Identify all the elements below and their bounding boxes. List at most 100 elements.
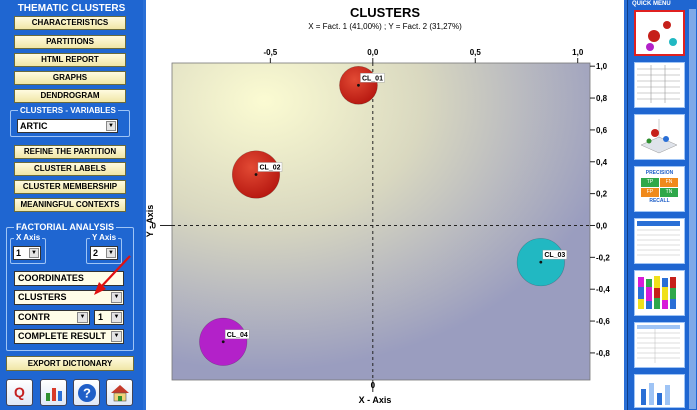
x-origin-label: 0 [371, 381, 376, 390]
y-tick-label: 0,0 [596, 221, 608, 230]
clusters-value: CLUSTERS [18, 292, 67, 302]
complete-result-value: COMPLETE RESULT [18, 331, 106, 341]
graphs-button[interactable]: GRAPHS [14, 71, 126, 85]
factorial-analysis-title: FACTORIAL ANALYSIS [14, 222, 117, 232]
refine-partition-button[interactable]: REFINE THE PARTITION [14, 145, 126, 159]
x-axis-label: X - Axis [359, 395, 392, 405]
thumbnail-stacked-bars[interactable] [634, 270, 685, 316]
chart-subtitle: X = Fact. 1 (41,00%) ; Y = Fact. 2 (31,2… [308, 22, 462, 31]
cluster-center-dot [221, 340, 225, 344]
x-tick-label: 0,5 [470, 48, 482, 57]
report-chart-icon[interactable] [40, 379, 67, 406]
scrollbar[interactable] [689, 9, 696, 409]
thumbnail-data-table[interactable] [634, 218, 685, 264]
report-chart-icon [45, 388, 62, 401]
chevron-down-icon[interactable]: ▼ [77, 312, 88, 323]
clusters-variables-title: CLUSTERS - VARIABLES [18, 106, 118, 115]
left-panel: THEMATIC CLUSTERS CHARACTERISTICS PARTIT… [0, 0, 143, 410]
fp-cell: FP [641, 188, 659, 197]
chevron-down-icon[interactable]: ▼ [106, 248, 116, 258]
cluster-label-box [360, 73, 385, 83]
chart-title: CLUSTERS [349, 5, 421, 20]
x-axis-select[interactable]: 1 ▼ [13, 246, 41, 260]
cluster-center-dot [357, 83, 360, 87]
complete-result-select[interactable]: COMPLETE RESULT ▼ [14, 329, 124, 344]
characteristics-button[interactable]: CHARACTERISTICS [14, 16, 126, 30]
chevron-down-icon[interactable]: ▼ [29, 248, 39, 258]
contr-select[interactable]: CONTR ▼ [14, 310, 90, 325]
chevron-down-icon[interactable]: ▼ [106, 121, 116, 131]
y-axis-value: 2 [93, 248, 99, 258]
thumbnail-results-table[interactable] [634, 322, 685, 368]
x-axis-label: X Axis [14, 233, 43, 242]
help-icon[interactable]: ? [73, 379, 100, 406]
dendrogram-button[interactable]: DENDROGRAM [14, 89, 126, 103]
cluster-labels-button[interactable]: CLUSTER LABELS [14, 162, 126, 176]
y-tick-label: -0,2 [596, 253, 610, 262]
y-axis-label: Y - Axis [146, 205, 155, 238]
scatter-thumbnail-icon [646, 21, 677, 51]
contr-number-select[interactable]: 1 ▼ [94, 310, 124, 325]
export-dictionary-button[interactable]: EXPORT DICTIONARY [6, 356, 134, 371]
chart-panel: CLUSTERS X = Fact. 1 (41,00%) ; Y = Fact… [146, 0, 624, 410]
chevron-down-icon[interactable]: ▼ [111, 292, 122, 303]
tp-cell: TP [641, 178, 659, 187]
svg-text:?: ? [83, 386, 91, 401]
quick-menu-title: QUICK MENU [632, 1, 671, 7]
cluster-center-dot [254, 173, 258, 176]
cluster-label: CL_03 [544, 252, 565, 259]
cluster-label-box [542, 249, 568, 260]
thumbnail-bar-chart[interactable] [634, 374, 685, 408]
tn-cell: TN [660, 188, 678, 197]
y-axis-select[interactable]: 2 ▼ [90, 246, 118, 260]
y-origin-label: 0 [152, 221, 157, 230]
fn-cell: FN [660, 178, 678, 187]
cluster-label: CL_04 [227, 332, 248, 339]
thumbnail-scatter[interactable] [634, 10, 685, 56]
cluster-membership-button[interactable]: CLUSTER MEMBERSHIP [14, 180, 126, 194]
cluster-label: CL_01 [362, 75, 383, 82]
contr-value: CONTR [18, 312, 50, 322]
y-tick-label: -0,4 [596, 285, 610, 294]
y-axis-label: Y Axis [90, 233, 119, 242]
panel-title: THEMATIC CLUSTERS [17, 3, 126, 14]
home-icon[interactable] [106, 379, 133, 406]
x-axis-value: 1 [16, 248, 22, 258]
quit-icon[interactable]: Q [6, 379, 33, 406]
clusters-variables-select[interactable]: ARTIC ▼ [17, 119, 118, 133]
thumbnail-3d-plot[interactable] [634, 114, 685, 160]
cluster-label: CL_02 [260, 165, 281, 172]
chevron-down-icon[interactable]: ▼ [111, 312, 122, 323]
clusters-variables-value: ARTIC [20, 121, 48, 131]
precision-label: PRECISION [645, 170, 674, 176]
meaningful-contexts-button[interactable]: MEANINGFUL CONTEXTS [14, 198, 126, 212]
html-report-button[interactable]: HTML REPORT [14, 53, 126, 67]
help-icon: ? [77, 384, 96, 402]
data-table-thumbnail-icon [637, 221, 680, 256]
y-tick-label: 0,2 [596, 190, 608, 199]
y-tick-label: -0,8 [596, 349, 610, 358]
cluster-label-box [225, 329, 250, 339]
y-tick-label: 1,0 [596, 62, 608, 71]
thumbnail-precision-recall[interactable]: PRECISION TP FN FP TN RECALL [634, 166, 685, 212]
recall-label: RECALL [649, 198, 670, 204]
stacked-bars-thumbnail-icon [638, 276, 676, 309]
x-tick-label: -0,5 [263, 48, 277, 57]
quick-menu-panel: QUICK MENU [627, 0, 697, 410]
annotation-arrow-icon [94, 255, 131, 295]
x-tick-label: 1,0 [572, 48, 584, 57]
table-thumbnail-icon [637, 65, 680, 103]
y-tick-label: -0,6 [596, 317, 610, 326]
y-tick-label: 0,4 [596, 158, 608, 167]
chevron-down-icon[interactable]: ▼ [111, 331, 122, 342]
partitions-button[interactable]: PARTITIONS [14, 35, 126, 49]
y-tick-label: 0,8 [596, 94, 608, 103]
x-tick-label: 0,0 [367, 48, 379, 57]
coordinates-field[interactable]: COORDINATES [14, 271, 124, 286]
3d-plot-thumbnail-icon [640, 119, 678, 154]
cluster-label-box [257, 162, 283, 172]
thumbnail-table[interactable] [634, 62, 685, 108]
results-table-thumbnail-icon [637, 325, 680, 363]
